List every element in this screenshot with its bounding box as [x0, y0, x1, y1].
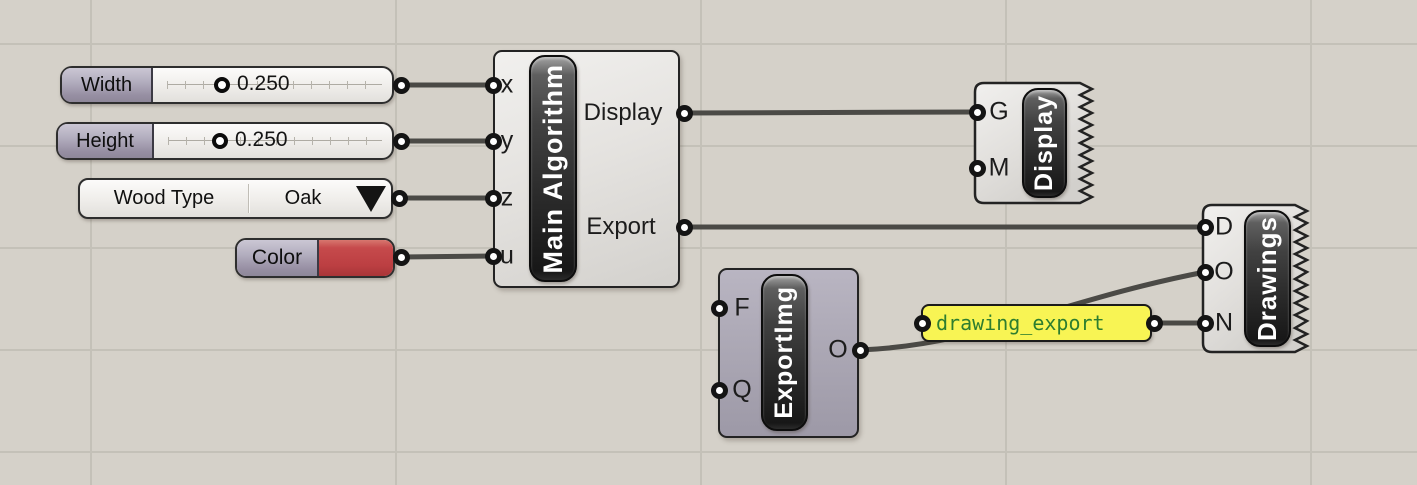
value-list-divider	[248, 184, 250, 213]
port-exportimg-input-q[interactable]	[710, 381, 728, 399]
wood-type-label: Wood Type	[113, 187, 215, 209]
main-input-y-label: y	[500, 126, 514, 155]
width-slider[interactable]: Width 0.250	[60, 66, 394, 104]
port-main-output-export[interactable]	[675, 218, 693, 236]
main-input-x-label: x	[500, 70, 514, 99]
port-panel-input[interactable]	[913, 314, 931, 332]
exportimg-title: ExportImg	[770, 286, 798, 419]
height-slider-label: Height	[76, 129, 134, 152]
drawings-input-d-label: D	[1214, 212, 1234, 241]
wire-display-to-g[interactable]	[681, 109, 980, 116]
wood-type-selected-value[interactable]: Oak	[284, 187, 322, 209]
drawing-export-panel-text[interactable]: drawing_export	[936, 311, 1105, 335]
main-algorithm-title: Main Algorithm	[537, 63, 568, 274]
port-drawings-input-n[interactable]	[1196, 314, 1214, 332]
port-woodtype-output[interactable]	[390, 189, 408, 207]
port-main-input-x[interactable]	[484, 76, 502, 94]
exportimg-input-f-label: F	[734, 293, 750, 322]
main-algorithm-component[interactable]	[493, 50, 680, 288]
color-swatch[interactable]: Color	[235, 238, 395, 278]
width-slider-ruler	[167, 81, 382, 89]
height-slider-value: 0.250	[235, 128, 288, 152]
height-slider-knob[interactable]	[212, 133, 228, 149]
exportimg-capsule: ExportImg	[761, 274, 808, 431]
width-slider-label-nub[interactable]: Width	[62, 68, 153, 102]
port-width-output[interactable]	[392, 76, 410, 94]
exportimg-input-q-label: Q	[732, 375, 752, 404]
drawings-title: Drawings	[1252, 215, 1282, 342]
width-slider-track[interactable]: 0.250	[153, 68, 392, 102]
exportimg-output-o-label: O	[828, 335, 848, 364]
color-swatch-label: Color	[251, 246, 303, 269]
port-panel-output[interactable]	[1145, 314, 1163, 332]
port-display-input-g[interactable]	[968, 103, 986, 121]
height-slider-track[interactable]: 0.250	[154, 124, 392, 158]
dropdown-arrow-icon[interactable]	[356, 186, 386, 212]
port-color-output[interactable]	[392, 248, 410, 266]
wire-color-to-u[interactable]	[398, 253, 496, 260]
port-exportimg-input-f[interactable]	[710, 299, 728, 317]
width-slider-label: Width	[80, 73, 133, 96]
wood-type-value-list[interactable]: Wood Type Oak	[78, 178, 393, 219]
height-slider-ruler	[168, 137, 382, 145]
port-drawings-input-d[interactable]	[1196, 218, 1214, 236]
color-swatch-label-nub[interactable]: Color	[237, 240, 319, 276]
display-capsule: Display	[1022, 88, 1067, 198]
port-drawings-input-o[interactable]	[1196, 263, 1214, 281]
main-output-display-label: Display	[583, 99, 663, 126]
port-main-input-y[interactable]	[484, 132, 502, 150]
port-display-input-m[interactable]	[968, 159, 986, 177]
port-main-input-u[interactable]	[484, 247, 502, 265]
drawings-capsule: Drawings	[1244, 210, 1291, 347]
port-main-output-display[interactable]	[675, 104, 693, 122]
port-height-output[interactable]	[392, 132, 410, 150]
main-input-z-label: z	[500, 183, 514, 212]
drawing-export-panel[interactable]: drawing_export	[921, 304, 1152, 342]
port-exportimg-output-o[interactable]	[851, 341, 869, 359]
display-title: Display	[1030, 95, 1058, 191]
drawings-input-n-label: N	[1214, 308, 1234, 337]
color-swatch-red-field[interactable]	[319, 240, 393, 276]
main-algorithm-capsule: Main Algorithm	[529, 55, 577, 282]
main-input-u-label: u	[500, 241, 514, 270]
width-slider-value: 0.250	[237, 72, 290, 96]
height-slider-label-nub[interactable]: Height	[58, 124, 154, 158]
height-slider[interactable]: Height 0.250	[56, 122, 394, 160]
port-main-input-z[interactable]	[484, 189, 502, 207]
display-input-m-label: M	[988, 153, 1010, 182]
drawings-input-o-label: O	[1214, 257, 1234, 286]
width-slider-knob[interactable]	[214, 77, 230, 93]
display-input-g-label: G	[989, 97, 1009, 126]
main-output-export-label: Export	[586, 213, 656, 240]
